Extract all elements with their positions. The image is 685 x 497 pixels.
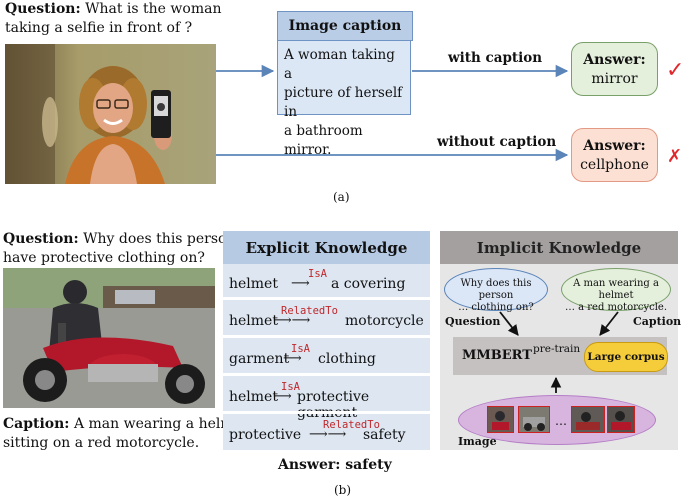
- bubble-text: … a red motorcycle.: [564, 302, 668, 313]
- implicit-knowledge-title: Implicit Knowledge: [440, 231, 678, 264]
- triple-object: a covering: [331, 276, 406, 292]
- triple-row: helmet IsA ⟶ a covering: [223, 264, 430, 298]
- triple-object: safety: [363, 427, 406, 443]
- caption-b: Caption: A man wearing a helmet sitting …: [3, 415, 248, 453]
- triple-row: helmet RelatedTo ⟶⟶ motorcycle: [223, 301, 430, 335]
- with-caption-label: with caption: [448, 50, 543, 66]
- triple-relation: IsA: [308, 268, 327, 280]
- question-label: Question:: [3, 231, 79, 247]
- cross-icon: ✗: [667, 146, 683, 167]
- motorcycle-photo: [3, 268, 215, 408]
- pretrain-label: pre-train: [533, 343, 581, 355]
- relation-arrow: ⟶: [273, 389, 292, 404]
- answer-value: mirror: [591, 71, 638, 87]
- sublabel-a: (a): [333, 190, 350, 204]
- ellipsis: …: [555, 414, 567, 428]
- arrow-caption-to-model: [599, 311, 619, 336]
- caption-text-cont: sitting on a red motorcycle.: [3, 435, 200, 451]
- question-bubble: Why does this person … clothing on?: [444, 268, 548, 313]
- image-thumbnail: [607, 406, 635, 433]
- image-thumbnail: [518, 406, 550, 433]
- row-divider: [223, 297, 430, 300]
- image-tag: Image: [458, 435, 497, 448]
- triple-subject: helmet: [229, 389, 278, 405]
- caption-title: Image caption: [277, 11, 413, 41]
- relation-arrow: ⟶⟶: [273, 313, 311, 328]
- question-text-cont: have protective clothing on?: [3, 250, 205, 266]
- triple-relation: RelatedTo: [281, 305, 338, 317]
- answer-correct-box: Answer: mirror: [571, 42, 658, 96]
- caption-line: A woman taking a: [284, 47, 395, 82]
- triple-object: motorcycle: [345, 313, 424, 329]
- caption-line: picture of herself in: [284, 85, 403, 120]
- sublabel-b: (b): [334, 483, 352, 497]
- explicit-knowledge-title: Explicit Knowledge: [223, 231, 430, 264]
- check-icon: ✓: [666, 58, 685, 83]
- question-tag: Question: [445, 315, 501, 328]
- arrow-question-to-model: [499, 311, 519, 336]
- question-a: Question: What is the woman taking a sel…: [5, 0, 221, 38]
- question-text-cont: taking a selfie in front of ?: [5, 20, 193, 36]
- relation-arrow: ⟶⟶: [309, 427, 347, 442]
- row-divider: [223, 335, 430, 338]
- triple-subject: protective: [229, 427, 302, 443]
- triple-row: helmet IsA ⟶ protective garment: [223, 377, 430, 421]
- triple-object: clothing: [318, 351, 376, 367]
- arrows-a: [216, 64, 569, 162]
- question-b: Question: Why does this person have prot…: [3, 230, 236, 268]
- bubble-text: Why does this person: [460, 278, 532, 301]
- relation-arrow: ⟶: [291, 276, 310, 291]
- answer-value: cellphone: [580, 157, 649, 173]
- triple-relation: IsA: [291, 343, 310, 355]
- triple-subject: helmet: [229, 276, 278, 292]
- mmbert-label: MMBERT: [462, 348, 532, 363]
- answer-label: Answer:: [583, 52, 646, 68]
- row-divider: [223, 411, 430, 414]
- caption-text: A man wearing a helmet: [73, 416, 248, 432]
- bubble-text: … clothing on?: [458, 302, 534, 313]
- triple-relation: RelatedTo: [323, 419, 380, 431]
- caption-body: A woman taking a picture of herself in a…: [277, 40, 411, 158]
- caption-tag: Caption: [633, 315, 682, 328]
- without-caption-label: without caption: [437, 134, 557, 150]
- question-text: Why does this person: [83, 231, 236, 247]
- triple-subject: garment: [229, 351, 290, 367]
- selfie-photo: [5, 44, 216, 184]
- row-divider: [223, 373, 430, 376]
- image-thumbnail: [487, 406, 514, 433]
- caption-bubble: A man wearing a helmet … a red motorcycl…: [561, 268, 671, 313]
- question-text: What is the woman: [85, 1, 222, 17]
- answer-safety: Answer: safety: [278, 457, 392, 473]
- triple-object: protective garment: [297, 389, 370, 421]
- question-label: Question:: [5, 1, 81, 17]
- relation-arrow: ⟶: [283, 351, 302, 366]
- triple-row: garment IsA ⟶ clothing: [223, 339, 430, 373]
- bubble-text: A man wearing a helmet: [573, 278, 659, 301]
- caption-label: Caption:: [3, 416, 70, 432]
- triple-subject: helmet: [229, 313, 278, 329]
- caption-line: a bathroom mirror.: [284, 123, 363, 158]
- triple-row: protective RelatedTo ⟶⟶ safety: [223, 415, 430, 449]
- large-corpus-cloud: Large corpus: [584, 342, 668, 372]
- triple-relation: IsA: [281, 381, 300, 393]
- answer-label: Answer:: [583, 138, 646, 154]
- image-thumbnail: [571, 406, 605, 433]
- answer-wrong-box: Answer: cellphone: [571, 128, 658, 182]
